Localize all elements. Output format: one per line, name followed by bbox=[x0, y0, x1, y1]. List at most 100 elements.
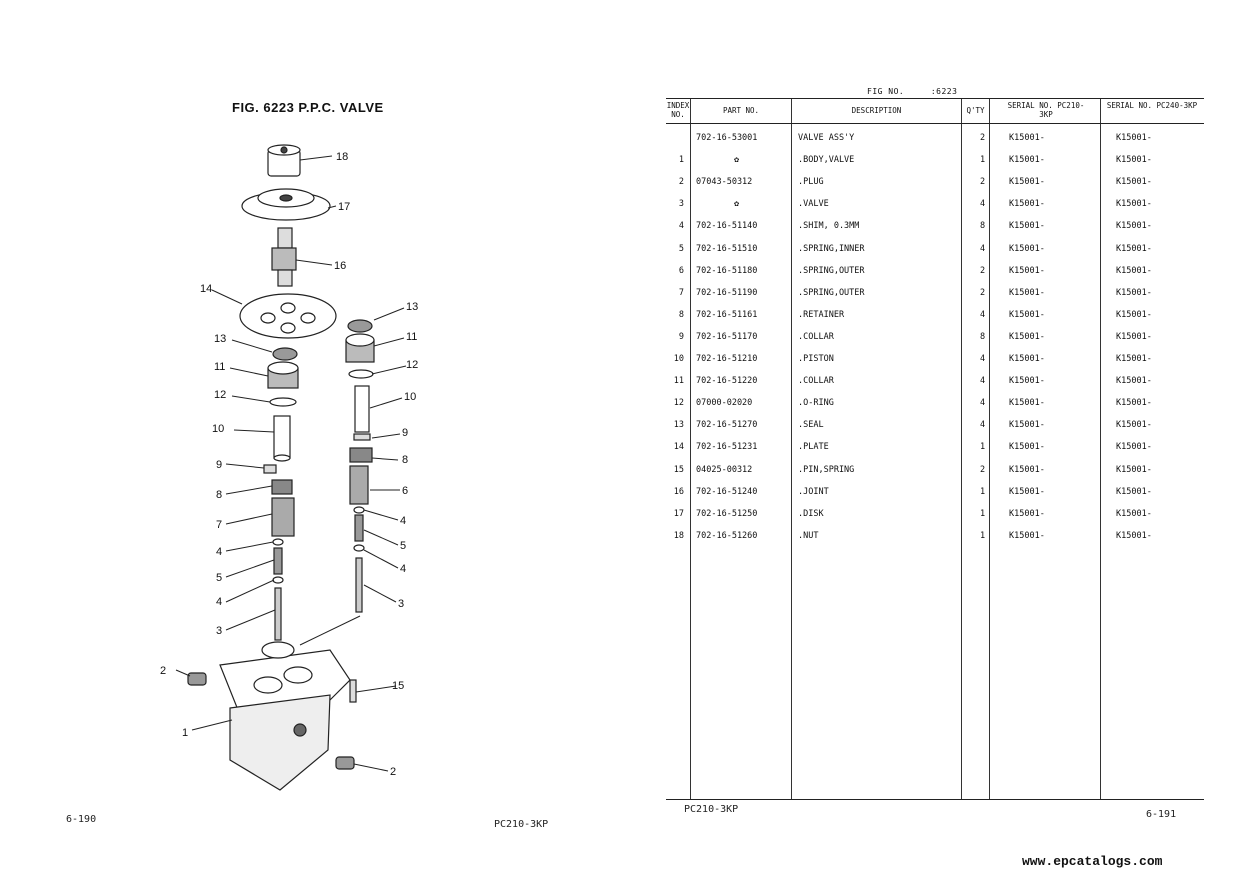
cell-index: 14 bbox=[673, 442, 684, 453]
header-description: DESCRIPTION bbox=[851, 106, 902, 115]
cell-description: .SEAL bbox=[798, 420, 824, 431]
cell-serial-pc240: K15001- bbox=[1116, 398, 1152, 409]
parts-table: INDEX NO. PART NO. DESCRIPTION Q'TY SERI… bbox=[666, 98, 1204, 800]
cell-part-no: 702-16-51140 bbox=[696, 221, 758, 232]
header-divider bbox=[666, 123, 1204, 124]
cell-qty: 1 bbox=[980, 442, 986, 453]
cell-description: .COLLAR bbox=[798, 331, 834, 342]
cell-index: 6 bbox=[678, 265, 684, 276]
callout-5-right: 5 bbox=[400, 540, 406, 552]
part-joint-drawing bbox=[271, 227, 297, 287]
right-page-model: PC210-3KP bbox=[684, 804, 739, 815]
cell-part-no: 702-16-51510 bbox=[696, 243, 758, 254]
cell-part-no: 07043-50312 bbox=[696, 177, 753, 188]
watermark-url: www.epcatalogs.com bbox=[1022, 854, 1163, 869]
callout-13-right: 13 bbox=[406, 301, 418, 313]
callout-13-left: 13 bbox=[214, 333, 226, 345]
exploded-valve-diagram: 18 17 16 14 13 11 12 10 9 8 7 4 5 4 3 2 … bbox=[160, 144, 418, 791]
cell-description: .SHIM, 0.3MM bbox=[798, 221, 860, 232]
cell-description: .NUT bbox=[798, 530, 819, 541]
col-divider bbox=[961, 99, 962, 799]
cell-serial-pc210: K15001- bbox=[1009, 199, 1045, 210]
cell-part-no: 702-16-51260 bbox=[696, 530, 758, 541]
cell-part-no: 702-16-51161 bbox=[696, 309, 758, 320]
cell-part-no: ✿ bbox=[734, 199, 740, 210]
cell-index: 12 bbox=[673, 398, 684, 409]
callout-5-left: 5 bbox=[216, 572, 222, 584]
callout-2-right: 2 bbox=[390, 766, 396, 778]
header-part-no: PART NO. bbox=[722, 106, 760, 115]
cell-part-no: 702-16-51231 bbox=[696, 442, 758, 453]
part-plug-left-drawing bbox=[187, 672, 207, 686]
cell-description: .RETAINER bbox=[798, 309, 845, 320]
callout-14: 14 bbox=[200, 283, 212, 295]
cell-qty: 8 bbox=[980, 331, 986, 342]
cell-index: 17 bbox=[673, 508, 684, 519]
cell-qty: 2 bbox=[980, 287, 986, 298]
figure-title: FIG. 6223 P.P.C. VALVE bbox=[232, 100, 384, 115]
cell-description: .PISTON bbox=[798, 354, 834, 364]
cell-qty: 4 bbox=[980, 243, 986, 254]
callout-10-left: 10 bbox=[212, 423, 224, 435]
cell-index: 9 bbox=[678, 331, 684, 342]
callout-2-left: 2 bbox=[160, 665, 166, 677]
part-disk-drawing bbox=[241, 188, 331, 221]
col-divider bbox=[690, 99, 691, 799]
cell-index: 11 bbox=[673, 376, 684, 387]
cell-serial-pc240: K15001- bbox=[1116, 309, 1152, 320]
cell-serial-pc210: K15001- bbox=[1009, 287, 1045, 298]
cell-serial-pc210: K15001- bbox=[1009, 155, 1045, 166]
cell-description: .O-RING bbox=[798, 398, 834, 409]
cell-part-no: 702-16-51270 bbox=[696, 420, 758, 431]
cell-index: 7 bbox=[678, 287, 684, 298]
callout-12-right: 12 bbox=[406, 359, 418, 371]
cell-index: 8 bbox=[678, 309, 684, 320]
cell-qty: 1 bbox=[980, 486, 986, 497]
cell-qty: 4 bbox=[980, 354, 986, 364]
callout-3-right: 3 bbox=[398, 598, 404, 610]
cell-qty: 4 bbox=[980, 376, 986, 387]
cell-serial-pc210: K15001- bbox=[1009, 177, 1045, 188]
cell-part-no: 04025-00312 bbox=[696, 464, 753, 475]
callout-15: 15 bbox=[392, 680, 404, 692]
callout-18: 18 bbox=[336, 151, 348, 163]
cell-description: VALVE ASS'Y bbox=[798, 133, 855, 143]
header-serial-pc210: SERIAL NO. PC210-3KP bbox=[1007, 101, 1085, 119]
cell-serial-pc240: K15001- bbox=[1116, 155, 1152, 166]
cell-serial-pc240: K15001- bbox=[1116, 464, 1152, 475]
cell-qty: 2 bbox=[980, 177, 986, 188]
cell-serial-pc240: K15001- bbox=[1116, 420, 1152, 431]
callout-1: 1 bbox=[182, 727, 188, 739]
cell-serial-pc210: K15001- bbox=[1009, 133, 1045, 143]
cell-serial-pc210: K15001- bbox=[1009, 309, 1045, 320]
cell-serial-pc210: K15001- bbox=[1009, 354, 1045, 364]
parts-table-grid: INDEX NO. PART NO. DESCRIPTION Q'TY SERI… bbox=[666, 98, 1204, 800]
cell-serial-pc210: K15001- bbox=[1009, 530, 1045, 541]
cell-qty: 4 bbox=[980, 199, 986, 210]
cell-description: .SPRING,INNER bbox=[798, 243, 865, 254]
callout-6: 6 bbox=[402, 485, 408, 497]
callout-8-left: 8 bbox=[216, 489, 222, 501]
callout-4-right-a: 4 bbox=[400, 515, 406, 527]
cell-qty: 1 bbox=[980, 530, 986, 541]
callout-7: 7 bbox=[216, 519, 222, 531]
cell-qty: 2 bbox=[980, 133, 986, 143]
left-page-model: PC210-3KP bbox=[494, 819, 549, 830]
callout-16: 16 bbox=[334, 260, 346, 272]
cell-index: 2 bbox=[678, 177, 684, 188]
callout-11-right: 11 bbox=[406, 331, 417, 343]
part-plate-drawing bbox=[239, 293, 337, 339]
callout-10-right: 10 bbox=[404, 391, 416, 403]
right-valve-stack-drawing bbox=[345, 319, 375, 613]
